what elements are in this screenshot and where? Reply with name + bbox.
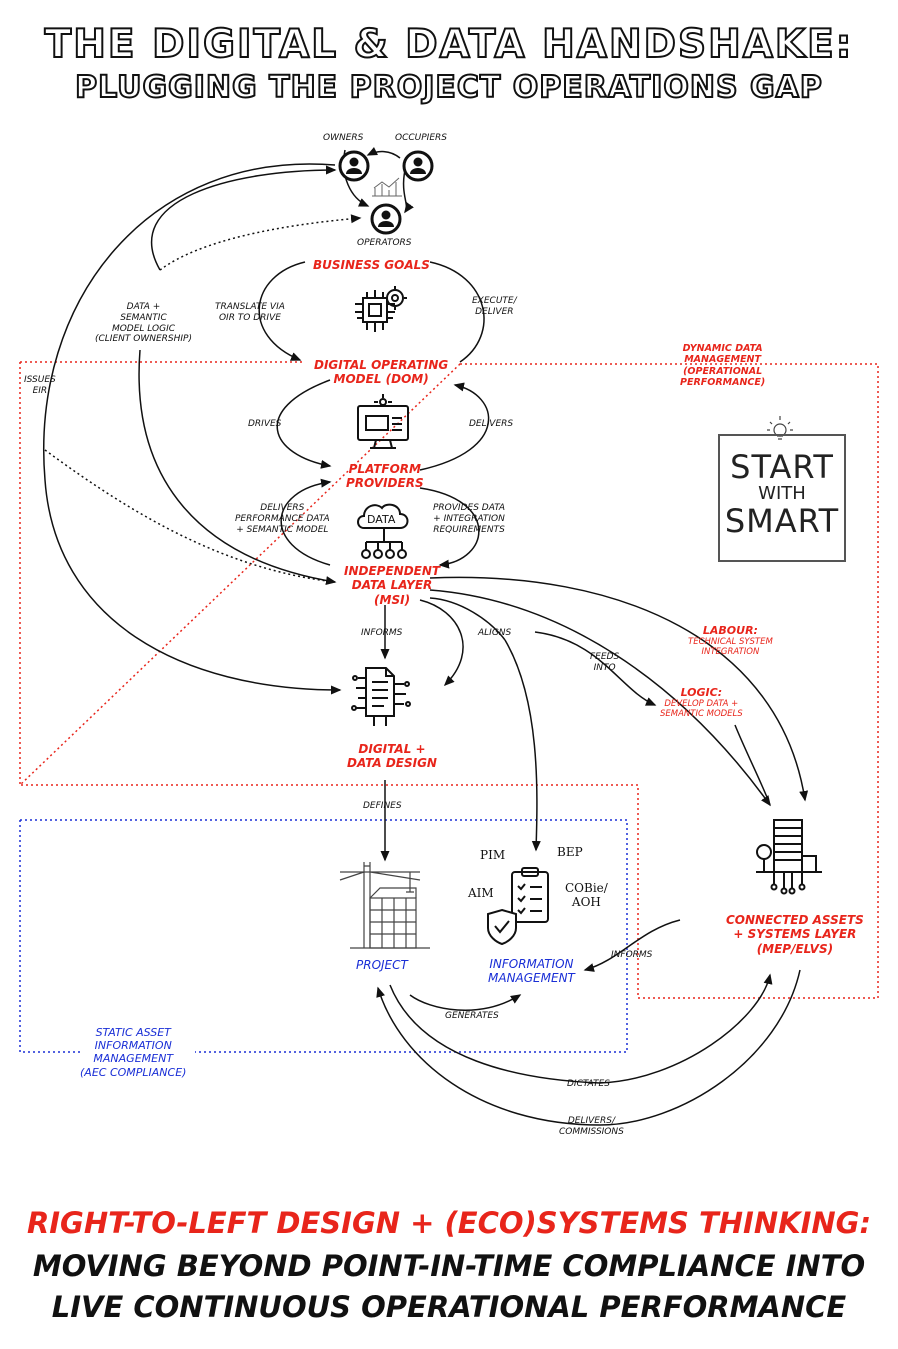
informs-label: INFORMS	[361, 628, 403, 638]
aim-label: AIM	[468, 886, 494, 900]
tagline-line2: MOVING BEYOND POINT-IN-TIME COMPLIANCE I…	[32, 1249, 866, 1283]
monitor-icon	[357, 394, 409, 449]
project-label: PROJECT	[356, 958, 408, 972]
data-cloud-icon	[357, 503, 409, 559]
generates-label: GENERATES	[445, 1011, 499, 1021]
data-cloud-text: DATA	[367, 513, 396, 526]
static-asset-region	[19, 819, 628, 1053]
occupiers-label: OCCUPIERS	[395, 133, 447, 143]
labour-label: LABOUR: TECHNICAL SYSTEM INTEGRATION	[688, 624, 773, 658]
person-icon	[370, 203, 402, 235]
aligns-label: ALIGNS	[478, 628, 512, 638]
business-goals-label: BUSINESS GOALS	[313, 258, 430, 272]
chip-gear-icon	[355, 286, 407, 332]
page-title: THE DIGITAL & DATA HANDSHAKE:	[44, 21, 854, 68]
owners-label: OWNERS	[323, 133, 364, 143]
person-icon	[402, 150, 434, 182]
page-subtitle: PLUGGING THE PROJECT OPERATIONS GAP	[74, 69, 823, 106]
smart-building-icon	[756, 819, 822, 895]
informs-im-label: INFORMS	[611, 950, 653, 960]
document-chip-icon	[351, 667, 411, 726]
cobie-label: COBie/AOH	[565, 881, 608, 910]
tagline-red: RIGHT-TO-LEFT DESIGN + (ECO)SYSTEMS THIN…	[26, 1206, 872, 1240]
dictates-label: DICTATES	[567, 1079, 610, 1089]
checklist-shield-icon	[487, 867, 549, 946]
operators-label: OPERATORS	[357, 238, 412, 248]
delivers-commissions-label: DELIVERS/COMMISSIONS	[559, 1116, 624, 1137]
defines-label: DEFINES	[363, 801, 402, 811]
person-icon	[338, 150, 370, 182]
execute-label: EXECUTE/DELIVER	[472, 296, 517, 317]
building-crane-icon	[339, 862, 430, 949]
digital-data-design-label: DIGITAL +DATA DESIGN	[347, 742, 437, 771]
delivers-label: DELIVERS	[469, 419, 514, 429]
logic-label: LOGIC: DEVELOP DATA + SEMANTIC MODELS	[660, 686, 743, 720]
bep-label: BEP	[557, 845, 583, 859]
pim-label: PIM	[480, 848, 506, 862]
chart-icon	[372, 177, 402, 197]
dynamic-data-region	[18, 361, 879, 999]
drives-label: DRIVES	[248, 419, 282, 429]
connected-assets-label: CONNECTED ASSETS+ SYSTEMS LAYER(MEP/ELVS…	[726, 913, 864, 956]
tagline-line3: LIVE CONTINUOUS OPERATIONAL PERFORMANCE	[51, 1290, 847, 1324]
lightbulb-icon	[767, 416, 793, 440]
start-with-smart-badge: START WITH SMART	[718, 434, 846, 562]
